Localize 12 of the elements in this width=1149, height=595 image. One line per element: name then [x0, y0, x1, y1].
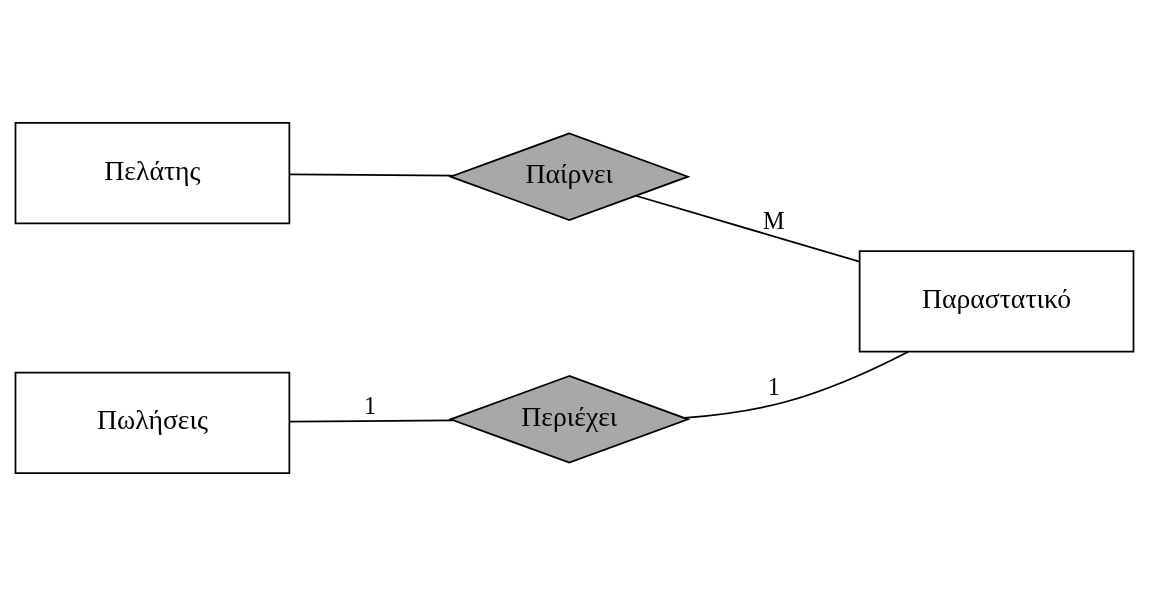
edge-label: M	[763, 206, 785, 234]
node-box: Πελάτης	[14, 121, 291, 224]
node-diamond: Παίρνει	[448, 131, 691, 221]
edge-label: 1	[767, 372, 780, 400]
connector	[683, 350, 910, 419]
node-diamond: Περιέχει	[448, 374, 691, 464]
connector	[635, 194, 861, 262]
node-box: Παραστατικό	[858, 249, 1135, 353]
connector	[288, 418, 454, 423]
connector	[288, 172, 454, 177]
edge-label: 1	[363, 391, 377, 419]
node-box: Πωλήσεις	[14, 371, 291, 474]
